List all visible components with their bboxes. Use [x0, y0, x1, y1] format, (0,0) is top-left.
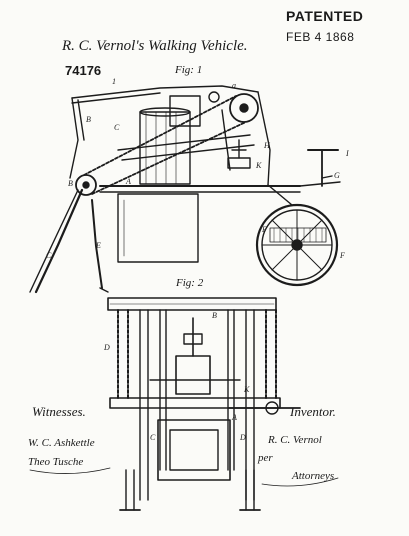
label-g: G [334, 171, 340, 180]
inventor-heading: Inventor. [290, 404, 336, 419]
label-a-top: a [232, 81, 236, 90]
label-c-3: C [150, 433, 156, 442]
document-title: R. C. Vernol's Walking Vehicle. [62, 38, 248, 54]
witness-signature-1: W. C. Ashkettle [28, 437, 95, 449]
patented-stamp: PATENTED [286, 8, 364, 24]
label-k: K [255, 161, 262, 170]
label-f-2: F [339, 251, 345, 260]
label-k-2: K [243, 385, 250, 394]
patent-date: FEB 4 1868 [286, 30, 355, 44]
witnesses-heading: Witnesses. [32, 404, 86, 419]
drawing-labels: 1 a C B H I G F F C E B K A B D C D K A [46, 77, 349, 442]
label-a: A [125, 177, 131, 186]
inventor-signature: R. C. Vernol [268, 434, 322, 446]
fig-2-drawing [107, 297, 301, 511]
label-1: 1 [112, 77, 116, 86]
label-c-2: C [46, 251, 52, 260]
label-b-low: B [68, 179, 73, 188]
witness-signature-2: Theo Tusche [28, 456, 84, 468]
label-a-2: A [231, 413, 237, 422]
patent-number: 74176 [65, 63, 102, 78]
label-f-1: F [261, 225, 267, 234]
inventor-attorneys: Attorneys [292, 470, 335, 482]
label-h: H [263, 141, 271, 150]
label-d-3: D [239, 433, 246, 442]
fig-1-label: Fig: 1 [175, 64, 203, 76]
label-c-1: C [114, 123, 120, 132]
label-b-2: B [212, 311, 217, 320]
label-i: I [345, 149, 349, 158]
label-d-2: D [103, 343, 110, 352]
label-e: E [95, 241, 101, 250]
inventor-per: per [258, 452, 273, 464]
label-b-1: B [86, 115, 91, 124]
fig-2-label: Fig: 2 [176, 277, 204, 289]
fig-1-drawing [29, 85, 341, 294]
